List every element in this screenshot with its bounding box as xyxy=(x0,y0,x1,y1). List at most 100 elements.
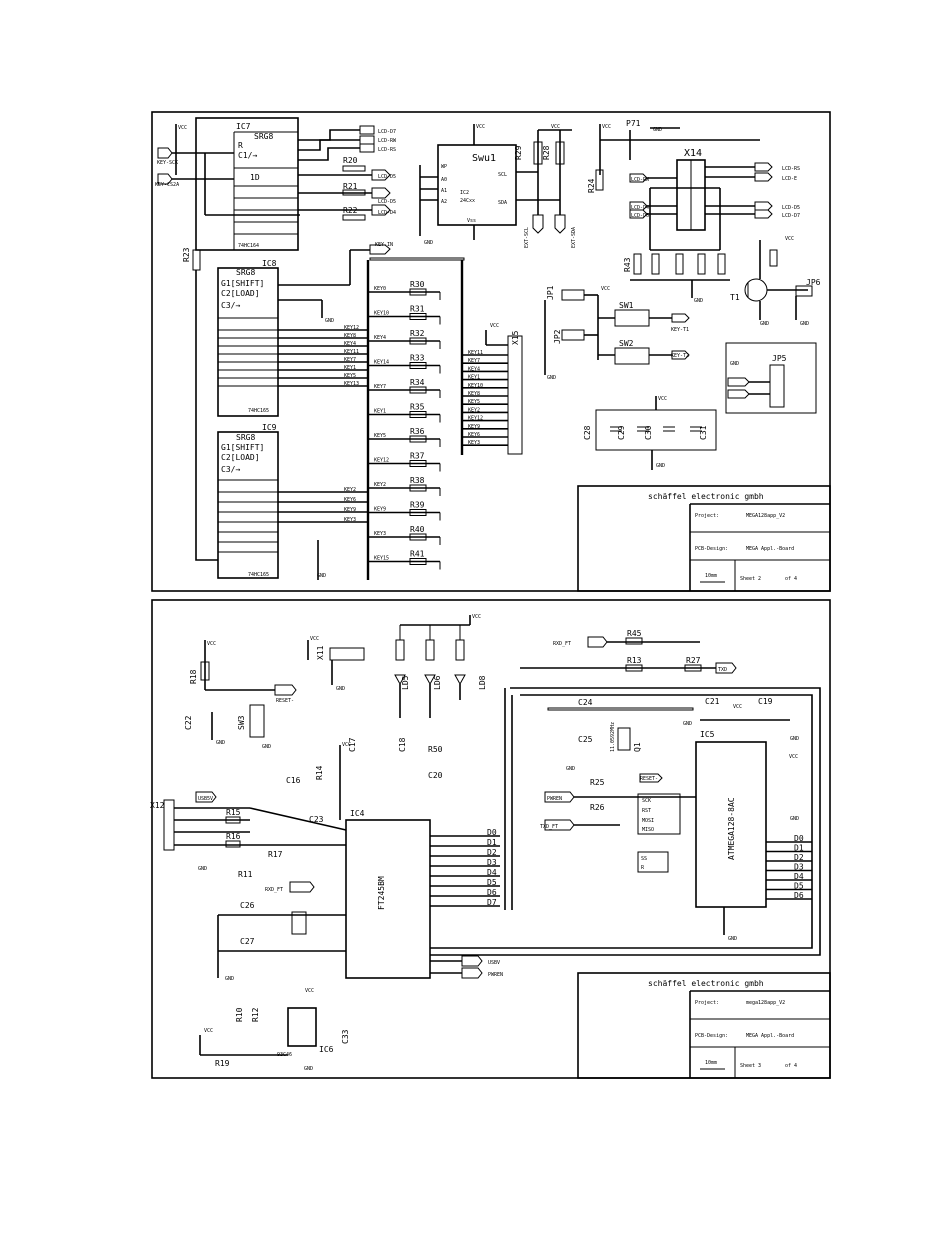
svg-text:VCC: VCC xyxy=(733,704,742,710)
svg-text:R11: R11 xyxy=(238,870,253,879)
svg-text:R28: R28 xyxy=(542,145,551,160)
svg-text:R16: R16 xyxy=(226,832,241,841)
svg-text:VCC: VCC xyxy=(601,286,610,292)
key-bus-label: KEY0 xyxy=(374,286,386,292)
svg-text:LCD-D4: LCD-D4 xyxy=(631,205,649,211)
svg-text:Project:: Project: xyxy=(695,513,719,519)
svg-text:SW1: SW1 xyxy=(619,301,634,310)
ic7-name: IC7 xyxy=(236,122,251,131)
svg-text:PWREN: PWREN xyxy=(547,796,562,802)
ic8-key-label: KEY5 xyxy=(344,373,356,379)
svg-text:GND: GND xyxy=(790,816,799,822)
x15-net-label: KEY7 xyxy=(468,358,480,364)
svg-text:LCD-RS: LCD-RS xyxy=(782,166,800,172)
x15-net-label: KEY2 xyxy=(468,407,480,413)
svg-text:EXT-SCL: EXT-SCL xyxy=(524,227,530,248)
vcc-left: VCC xyxy=(175,124,187,175)
svg-text:GND: GND xyxy=(656,463,665,469)
x15-net-label: KEY12 xyxy=(468,416,483,422)
key-resistor-label: R38 xyxy=(410,476,425,485)
bus-loops xyxy=(430,687,821,956)
svg-text:GND: GND xyxy=(790,736,799,742)
svg-text:C2[LOAD]: C2[LOAD] xyxy=(221,453,260,462)
key-sck-label: KEY-SCK xyxy=(157,160,178,166)
atmega-data-label: D4 xyxy=(794,872,804,881)
ft-data-label: D1 xyxy=(487,838,497,847)
ic2-name: Swu1 xyxy=(472,153,496,164)
svg-text:PCB-Design:: PCB-Design: xyxy=(695,546,728,552)
svg-text:of 4: of 4 xyxy=(785,1063,797,1069)
svg-text:T1: T1 xyxy=(730,293,740,302)
svg-text:C30: C30 xyxy=(644,425,653,440)
ic9-key-label: KEY2 xyxy=(344,487,356,493)
svg-text:VCC: VCC xyxy=(178,125,187,131)
key-bus-label: KEY9 xyxy=(374,507,386,513)
svg-text:GND: GND xyxy=(653,127,662,133)
key-resistor-label: R39 xyxy=(410,501,425,510)
svg-text:R25: R25 xyxy=(590,778,605,787)
ic8-key-label: KEY8 xyxy=(344,333,356,339)
svg-text:USB5V: USB5V xyxy=(198,796,213,802)
ic2-eeprom: Swu1 IC2 24Cxx WP A0 A1 A2 Vss SCL SDA V… xyxy=(419,124,577,248)
svg-text:11.0592MHz: 11.0592MHz xyxy=(610,722,616,752)
key-cs2a-label: KEY-CS2A xyxy=(155,182,179,188)
svg-text:GND: GND xyxy=(325,318,334,324)
ic9-shift-register: IC9 SRG8 G1[SHIFT] C2[LOAD] C3/→ 74HC165… xyxy=(195,410,326,580)
ic8-key-label: KEY7 xyxy=(344,357,356,363)
svg-text:MEGA Appl.-Board: MEGA Appl.-Board xyxy=(746,546,794,552)
svg-text:C3/→: C3/→ xyxy=(221,301,240,310)
svg-text:SCK: SCK xyxy=(642,798,651,804)
svg-text:C27: C27 xyxy=(240,937,255,946)
key-resistor xyxy=(409,484,427,492)
atmega-data-label: D5 xyxy=(794,882,804,891)
ic8-key-label: KEY1 xyxy=(344,365,356,371)
lcd-rs-label: LCD-RS xyxy=(378,147,396,153)
svg-text:C18: C18 xyxy=(398,737,407,752)
svg-text:R29: R29 xyxy=(514,145,523,160)
svg-text:LCD-E: LCD-E xyxy=(782,176,797,182)
ft-data-label: D2 xyxy=(487,848,497,857)
key-bus-label: KEY14 xyxy=(374,360,389,366)
svg-text:Project:: Project: xyxy=(695,1000,719,1006)
svg-text:mega128app_V2: mega128app_V2 xyxy=(746,1000,785,1006)
svg-text:GND: GND xyxy=(694,298,703,304)
key-resistor xyxy=(409,558,427,565)
ic7-r-pin: R xyxy=(238,141,243,150)
svg-text:VCC: VCC xyxy=(342,742,351,748)
lcd-rw-label: LCD-RW xyxy=(378,138,397,144)
key-resistor-label: R36 xyxy=(410,427,425,436)
key-bus-label: KEY5 xyxy=(374,433,386,439)
svg-text:GND: GND xyxy=(547,375,556,381)
svg-text:GND: GND xyxy=(760,321,769,327)
svg-text:R23: R23 xyxy=(182,247,191,262)
svg-text:PWREN: PWREN xyxy=(488,972,503,978)
svg-text:SRG8: SRG8 xyxy=(236,268,255,277)
title-block-sheet-3: schäffel electronic gmbh Project: mega12… xyxy=(577,972,831,1079)
x15-net-label: KEY9 xyxy=(468,424,480,430)
svg-text:10mm: 10mm xyxy=(705,1060,717,1066)
key-resistor xyxy=(409,362,427,369)
svg-text:Sheet 2: Sheet 2 xyxy=(740,576,761,582)
svg-text:IC4: IC4 xyxy=(350,809,365,818)
svg-text:VCC: VCC xyxy=(785,236,794,242)
svg-text:GND: GND xyxy=(304,1066,313,1072)
ic8-key-label: KEY13 xyxy=(344,381,359,387)
svg-text:RXD_FT: RXD_FT xyxy=(265,887,283,893)
x15-net-label: KEY8 xyxy=(468,391,480,397)
svg-text:C19: C19 xyxy=(758,697,773,706)
svg-text:KEY-IN: KEY-IN xyxy=(375,242,393,248)
ft-data-label: D0 xyxy=(487,828,497,837)
svg-text:GND: GND xyxy=(336,686,345,692)
key-bus-label: KEY1 xyxy=(374,409,386,415)
svg-text:VCC: VCC xyxy=(472,614,481,620)
ft-data-label: D3 xyxy=(487,858,497,867)
svg-text:MOSI: MOSI xyxy=(642,818,654,824)
svg-text:LD6: LD6 xyxy=(433,675,442,690)
key-resistor xyxy=(409,533,427,541)
svg-text:R14: R14 xyxy=(315,765,324,780)
svg-text:C28: C28 xyxy=(583,425,592,440)
sheet-2-border xyxy=(151,111,831,592)
